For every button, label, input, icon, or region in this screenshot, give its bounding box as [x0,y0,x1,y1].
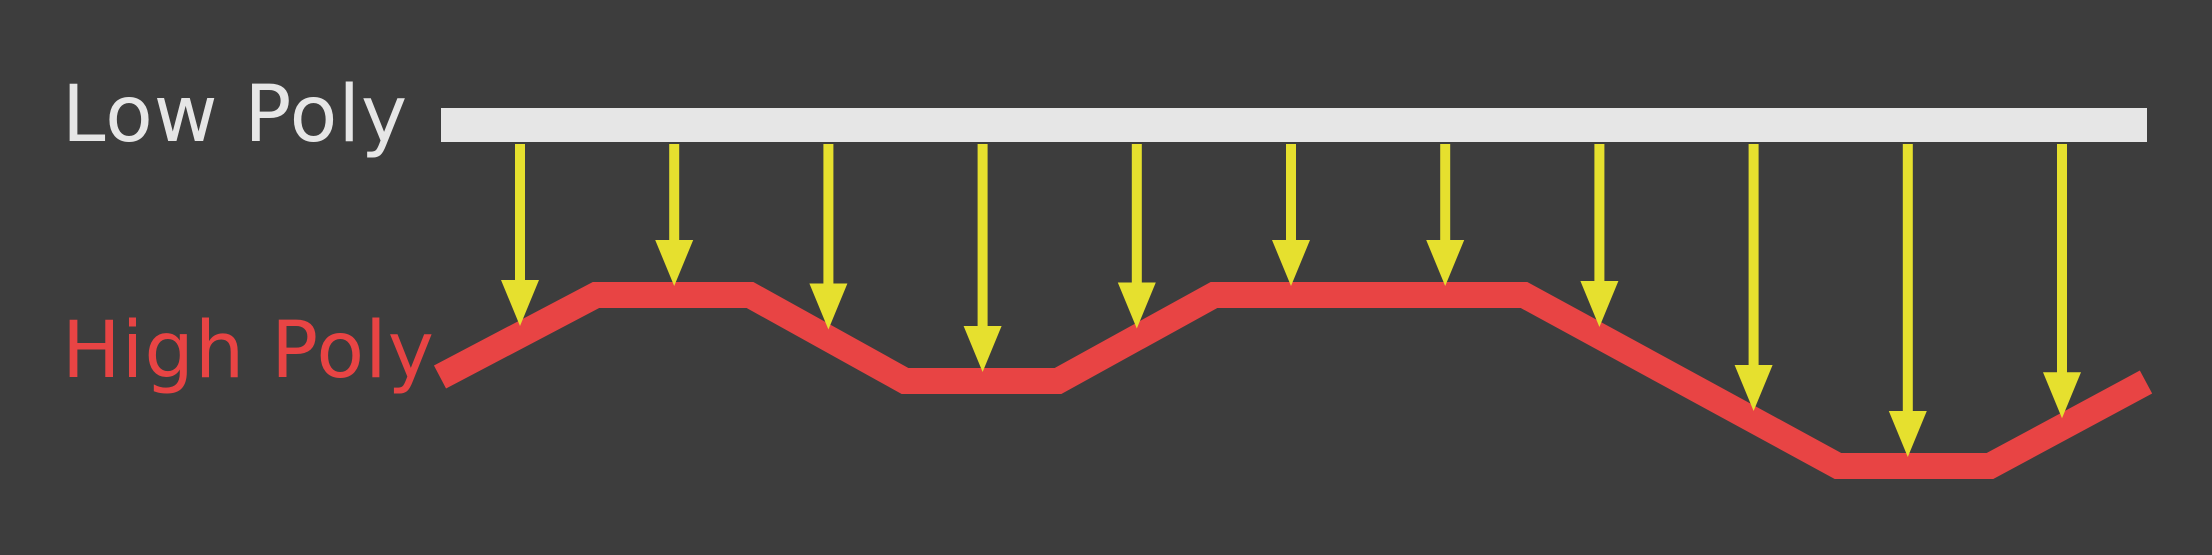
arrow-shaft [1748,144,1759,368]
projection-arrow [1426,144,1465,286]
arrow-shaft [977,144,988,328]
arrow-head [1426,240,1465,286]
low-poly-surface [441,108,2147,142]
arrow-head [1580,281,1619,328]
arrow-shaft [2057,144,2067,375]
projection-arrow [1117,144,1156,329]
projection-arrow [1272,144,1310,286]
arrow-head [809,283,848,330]
arrow-head [1734,365,1773,412]
high-poly-label: High Poly [62,306,435,396]
arrow-head [1272,240,1310,286]
arrow-shaft [669,144,680,242]
projection-arrow [1580,144,1619,328]
arrow-head [655,240,694,286]
arrow-shaft [1594,144,1605,284]
low-poly-label: Low Poly [62,70,409,160]
projection-arrow [809,144,848,330]
arrow-shaft [515,144,525,282]
projection-arrow [963,144,1002,372]
arrow-head [1117,282,1156,329]
arrow-head [1888,411,1927,457]
projection-arrow [655,144,694,286]
arrow-head [501,279,539,326]
arrow-shaft [1440,144,1451,242]
arrow-shaft [1131,144,1142,285]
arrow-head [963,326,1002,372]
arrow-shaft [1286,144,1296,242]
arrow-head [2043,372,2081,419]
projection-arrows [501,144,2081,457]
projection-arrow [2043,144,2081,419]
projection-arrow [1734,144,1773,412]
high-poly-surface [433,282,2153,479]
arrow-shaft [823,144,834,286]
projection-arrow [501,144,539,326]
projection-arrow [1888,144,1927,457]
arrow-shaft [1902,144,1913,413]
